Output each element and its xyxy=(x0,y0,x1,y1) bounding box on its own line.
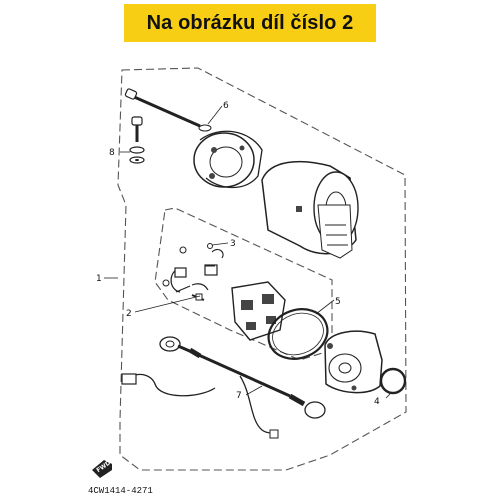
banner-text: Na obrázku díl číslo 2 xyxy=(146,11,354,34)
callout-6: 6 xyxy=(223,101,229,111)
leader-lines xyxy=(104,105,393,399)
sub-assembly-outline xyxy=(154,207,333,361)
lead-wire xyxy=(121,336,326,439)
callout-5: 5 xyxy=(335,297,341,307)
brush-holder-assembly xyxy=(162,269,286,341)
bolt-and-washers xyxy=(129,116,145,164)
drawing-code: 4CW1414-4271 xyxy=(88,486,153,496)
title-banner: Na obrázku díl číslo 2 xyxy=(124,4,376,42)
callout-7: 7 xyxy=(236,391,242,401)
callout-4: 4 xyxy=(374,397,380,407)
end-cover-housing xyxy=(193,130,263,189)
callout-8: 8 xyxy=(109,148,115,158)
callout-2: 2 xyxy=(126,309,132,319)
o-ring-large xyxy=(267,308,329,360)
brush-set xyxy=(174,243,224,278)
front-cover xyxy=(324,330,383,394)
callout-3: 3 xyxy=(230,239,236,249)
motor-body xyxy=(261,160,359,259)
long-bolt xyxy=(124,88,212,132)
o-ring-small xyxy=(379,367,407,395)
assembly-outline xyxy=(117,67,407,471)
callout-1: 1 xyxy=(96,274,102,284)
fwd-arrow-icon: FWD xyxy=(92,459,112,478)
